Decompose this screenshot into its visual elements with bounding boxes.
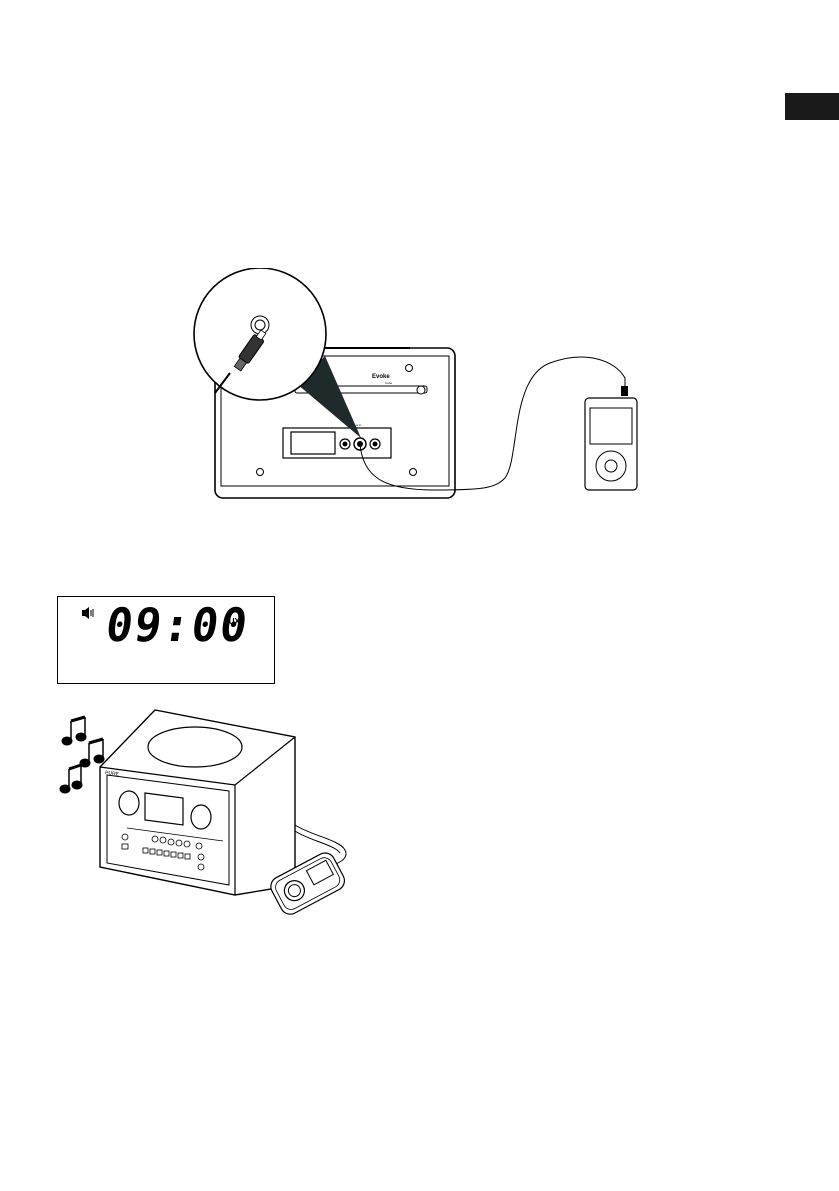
screw-icon xyxy=(410,469,417,476)
rear-panel-illustration: Evoke Cube Aux in xyxy=(185,268,655,508)
tune-knob xyxy=(191,805,211,829)
radio-playing-illustration: PURE xyxy=(55,705,360,933)
screw-icon xyxy=(406,365,413,372)
screw-icon xyxy=(257,469,264,476)
music-notes-icon xyxy=(60,717,104,793)
lcd-display: 09:00 AUX xyxy=(57,596,275,684)
radio-playing-drawing: PURE xyxy=(55,705,360,933)
rear-model: Cube xyxy=(385,381,393,385)
lcd-mode: AUX xyxy=(223,617,240,626)
speaker-icon xyxy=(82,607,96,619)
language-tab xyxy=(785,93,839,120)
radio-display xyxy=(145,793,183,825)
lcd-frame: 09:00 AUX xyxy=(57,596,275,684)
rear-brand: Evoke xyxy=(372,374,390,380)
rear-panel-drawing: Evoke Cube Aux in xyxy=(185,268,655,508)
dock-ellipse xyxy=(148,727,242,767)
volume-knob xyxy=(119,791,139,815)
